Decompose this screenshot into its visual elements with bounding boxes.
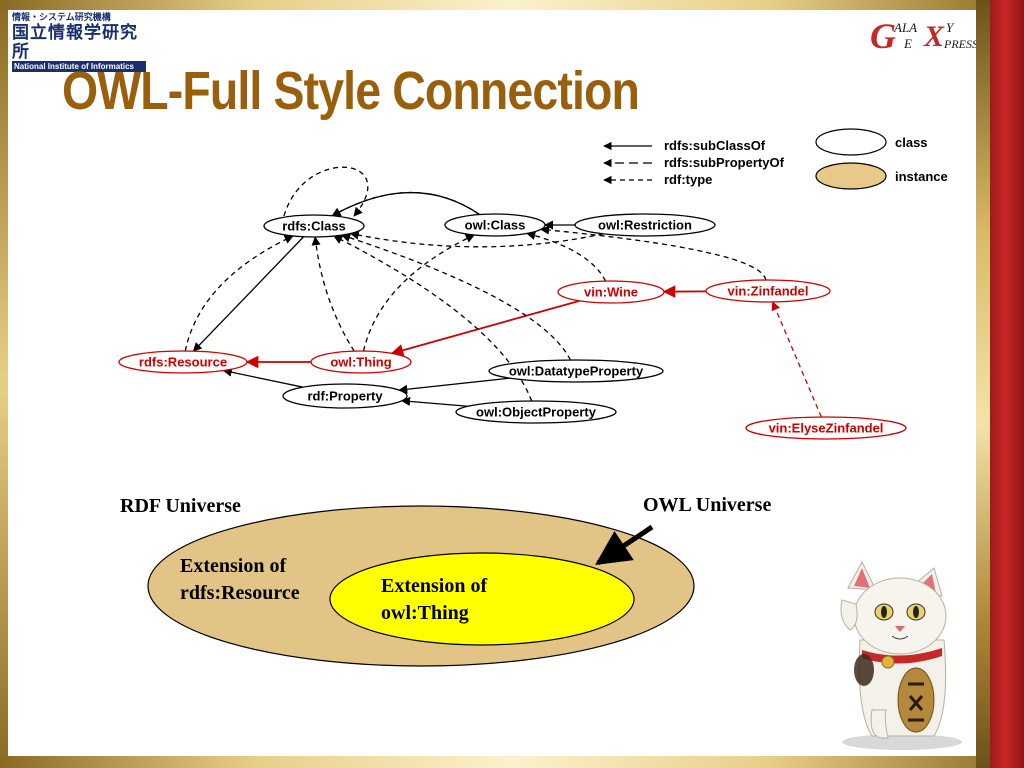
frame-top-border — [0, 0, 1024, 10]
node-label: owl:DatatypeProperty — [509, 364, 644, 379]
inner-extension-text: owl:Thing — [381, 602, 469, 624]
page-title: OWL-Full Style Connection — [62, 61, 640, 121]
edge-type-owl_ObjectProperty-to-rdfs_Class — [333, 235, 533, 402]
frame-right-red-border — [990, 0, 1024, 768]
node-owl-datatypeproperty: owl:DatatypeProperty — [488, 359, 664, 383]
outer-extension-text: Extension of — [180, 555, 286, 577]
edge-type-owl_DatatypeProperty-to-rdfs_Class — [341, 233, 572, 361]
svg-text:X: X — [923, 20, 945, 53]
edge-subclass-owl_ObjectProperty-to-rdf_Property — [400, 396, 468, 407]
node-rdf-property: rdf:Property — [282, 383, 408, 409]
frame-bottom-border — [0, 756, 1024, 768]
legend-label-subproperty: rdfs:subPropertyOf — [664, 155, 785, 170]
galaxy-express-logo: G ALA X Y E PRESS — [870, 16, 976, 56]
nii-logo: 情報・システム研究機構 国立情報学研究所 National Institute … — [12, 12, 146, 72]
svg-text:Y: Y — [946, 20, 955, 35]
node-owl-restriction: owl:Restriction — [574, 213, 716, 237]
maneki-neko-image — [840, 560, 962, 750]
edges-layer — [184, 166, 822, 418]
legend-swatch-instance — [815, 162, 887, 190]
edge-type-rdfs_Class-to-rdfs_Class — [283, 166, 369, 217]
node-owl-class: owl:Class — [444, 213, 546, 237]
node-vin-elysezinfandel: vin:ElyseZinfandel — [745, 416, 907, 440]
outer-extension-text: rdfs:Resource — [180, 582, 300, 604]
node-label: owl:Class — [465, 218, 526, 233]
svg-text:ALA: ALA — [893, 20, 917, 35]
edge-type-vin_Zinfandel-to-owl_Class — [540, 225, 767, 281]
owl-universe-label: OWL Universe — [643, 494, 771, 516]
node-label: rdfs:Resource — [139, 355, 227, 370]
edge-type-owl_Thing-to-owl_Class — [362, 234, 475, 352]
nii-name-en: National Institute of Informatics — [12, 61, 146, 72]
edge-type-owl_Thing-to-rdfs_Class — [311, 236, 355, 352]
node-owl-objectproperty: owl:ObjectProperty — [455, 400, 617, 424]
legend-label-instance: instance — [895, 169, 948, 184]
rdf-universe-label: RDF Universe — [120, 495, 241, 517]
nii-name-jp: 国立情報学研究所 — [12, 23, 138, 61]
svg-text:G: G — [870, 16, 896, 56]
node-label: vin:ElyseZinfandel — [769, 421, 884, 436]
node-label: rdf:Property — [307, 389, 383, 404]
edge-subclass-rdf_Property-to-rdfs_Resource — [222, 367, 304, 388]
node-label: owl:Thing — [330, 355, 391, 370]
nodes-layer: rdfs:Class owl:Class owl:Restriction vin:Wi… — [118, 213, 907, 440]
edge-subclass-vin_Wine-to-owl_Thing — [390, 299, 580, 357]
svg-text:PRESS: PRESS — [943, 37, 976, 51]
node-vin-zinfandel: vin:Zinfandel — [705, 279, 831, 303]
legend-swatch-class — [815, 128, 887, 156]
legend-label-subclass: rdfs:subClassOf — [664, 138, 766, 153]
frame-left-border — [0, 0, 8, 768]
node-label: vin:Zinfandel — [728, 284, 809, 299]
edge-subclass-owl_Class-to-rdfs_Class — [331, 192, 480, 217]
svg-text:E: E — [903, 36, 912, 51]
node-label: rdfs:Class — [282, 219, 346, 234]
legend-label-type: rdf:type — [664, 172, 712, 187]
legend-label-class: class — [895, 135, 928, 150]
edge-type-vin_Wine-to-owl_Class — [526, 231, 607, 282]
legend: rdfs:subClassOf rdfs:subPropertyOf rdf:typ… — [603, 128, 948, 190]
edge-subclass-rdfs_Class-to-rdfs_Resource — [192, 236, 305, 352]
node-rdfs-class: rdfs:Class — [263, 214, 365, 238]
edge-type-vin_ElyseZinfandel-to-vin_Zinfandel — [771, 301, 822, 418]
node-owl-thing: owl:Thing — [310, 350, 412, 374]
node-rdfs-resource: rdfs:Resource — [118, 350, 248, 374]
node-label: vin:Wine — [584, 285, 638, 300]
nii-small-text: 情報・システム研究機構 — [12, 12, 111, 22]
node-vin-wine: vin:Wine — [557, 280, 665, 304]
owl-universe-pointer-arrow — [595, 524, 654, 566]
edge-type-rdfs_Resource-to-rdfs_Class — [184, 235, 294, 352]
edge-type-owl_Class-to-rdfs_Class — [331, 192, 480, 217]
frame-right-gold-border — [976, 0, 990, 768]
edge-subclass-owl_DatatypeProperty-to-rdf_Property — [398, 377, 510, 394]
node-label: owl:Restriction — [598, 218, 692, 233]
owl-universe-ellipse — [329, 552, 635, 646]
node-label: owl:ObjectProperty — [476, 405, 597, 420]
inner-extension-text: Extension of — [381, 575, 487, 597]
